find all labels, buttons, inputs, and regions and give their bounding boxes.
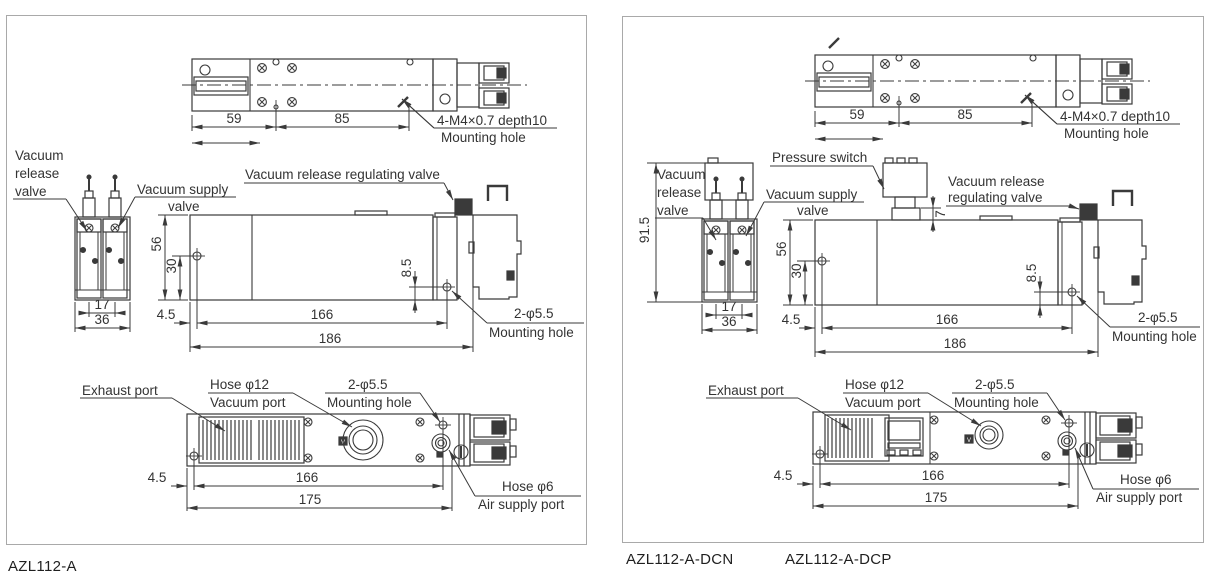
label-r-bottom-mounting-hole-2: Mounting hole xyxy=(954,395,1039,410)
label-r-regulating-valve-2: regulating valve xyxy=(948,190,1043,205)
dim-r-4-5-front: 4.5 xyxy=(781,312,801,327)
label-r-front-mounting-hole-2: Mounting hole xyxy=(1112,329,1197,344)
dim-30: 30 xyxy=(163,258,179,274)
dim-4-5-bottom: 4.5 xyxy=(147,470,167,485)
label-bottom-mounting-hole-2: Mounting hole xyxy=(327,395,412,410)
label-r-bottom-mounting-hole-1: 2-φ5.5 xyxy=(975,377,1015,392)
dim-r-166-front: 166 xyxy=(935,312,959,327)
label-r-vacuum-supply-valve-2: valve xyxy=(797,203,829,218)
dim-91-5: 91.5 xyxy=(636,216,652,244)
label-exhaust-port: Exhaust port xyxy=(82,383,158,398)
label-r-front-mounting-hole-1: 2-φ5.5 xyxy=(1138,310,1178,325)
dim-r-85: 85 xyxy=(957,107,973,122)
dim-17: 17 xyxy=(94,297,110,312)
label-vacuum-supply-valve-2: valve xyxy=(168,199,200,214)
dim-7: 7 xyxy=(932,210,948,218)
label-r-vacuum-supply-valve-1: Vacuum supply xyxy=(766,187,858,202)
label-r-vacuum-release-valve-1: Vacuum xyxy=(657,167,706,182)
label-hose-12: Hose φ12 xyxy=(210,377,270,392)
dim-r-59: 59 xyxy=(849,107,865,122)
dim-175: 175 xyxy=(298,492,322,507)
dim-r-30: 30 xyxy=(788,263,804,279)
dim-85: 85 xyxy=(334,111,350,126)
label-r-vacuum-release-valve-2: release xyxy=(657,185,702,200)
label-vacuum-release-valve-2: release xyxy=(15,166,60,181)
label-r-m4-mounting-hole-1: 4-M4×0.7 depth10 xyxy=(1060,109,1170,124)
label-front-mounting-hole-1: 2-φ5.5 xyxy=(514,306,554,321)
dim-36: 36 xyxy=(94,312,110,327)
label-r-exhaust-port: Exhaust port xyxy=(708,383,784,398)
caption-azl112-a-dcp: AZL112-A-DCP xyxy=(785,551,892,568)
dim-166-bottom: 166 xyxy=(295,470,319,485)
label-r-m4-mounting-hole-2: Mounting hole xyxy=(1064,126,1149,141)
dim-56: 56 xyxy=(148,236,164,252)
label-r-air-supply-port: Air supply port xyxy=(1096,490,1183,505)
dim-r-17: 17 xyxy=(721,299,737,314)
dim-r-166-bottom: 166 xyxy=(921,468,945,483)
label-vacuum-release-valve-3: valve xyxy=(15,184,47,199)
dim-r-36: 36 xyxy=(721,314,737,329)
label-r-hose-6: Hose φ6 xyxy=(1120,472,1172,487)
label-r-vacuum-port: Vacuum port xyxy=(845,395,921,410)
dim-166-front: 166 xyxy=(310,307,334,322)
dim-r-175: 175 xyxy=(924,490,948,505)
label-r-hose-12: Hose φ12 xyxy=(845,377,905,392)
label-r-regulating-valve-1: Vacuum release xyxy=(948,174,1045,189)
caption-azl112-a-dcn: AZL112-A-DCN xyxy=(626,551,734,568)
label-front-mounting-hole-2: Mounting hole xyxy=(489,325,574,340)
panel-azl112-a xyxy=(6,15,587,545)
label-m4-mounting-hole-2: Mounting hole xyxy=(441,130,526,145)
label-pressure-switch: Pressure switch xyxy=(772,150,868,165)
label-vacuum-release-valve-1: Vacuum xyxy=(15,148,64,163)
dim-59: 59 xyxy=(226,111,242,126)
dim-186: 186 xyxy=(318,331,342,346)
label-hose-6: Hose φ6 xyxy=(502,479,554,494)
label-r-vacuum-release-valve-3: valve xyxy=(657,203,689,218)
label-vacuum-port: Vacuum port xyxy=(210,395,286,410)
dim-r-56: 56 xyxy=(773,241,789,257)
panel-azl112-a-dcn-dcp xyxy=(622,16,1204,543)
dim-r-186: 186 xyxy=(943,336,967,351)
caption-azl112-a: AZL112-A xyxy=(8,558,77,575)
dim-r-4-5-bottom: 4.5 xyxy=(773,468,793,483)
label-vacuum-release-regulating-valve: Vacuum release regulating valve xyxy=(245,167,440,182)
label-m4-mounting-hole-1: 4-M4×0.7 depth10 xyxy=(437,113,547,128)
label-air-supply-port: Air supply port xyxy=(478,497,565,512)
label-bottom-mounting-hole-1: 2-φ5.5 xyxy=(348,377,388,392)
dim-r-8-5: 8.5 xyxy=(1023,263,1039,283)
label-vacuum-supply-valve-1: Vacuum supply xyxy=(137,182,229,197)
dim-8-5: 8.5 xyxy=(398,258,414,278)
dim-4-5-front: 4.5 xyxy=(156,307,176,322)
